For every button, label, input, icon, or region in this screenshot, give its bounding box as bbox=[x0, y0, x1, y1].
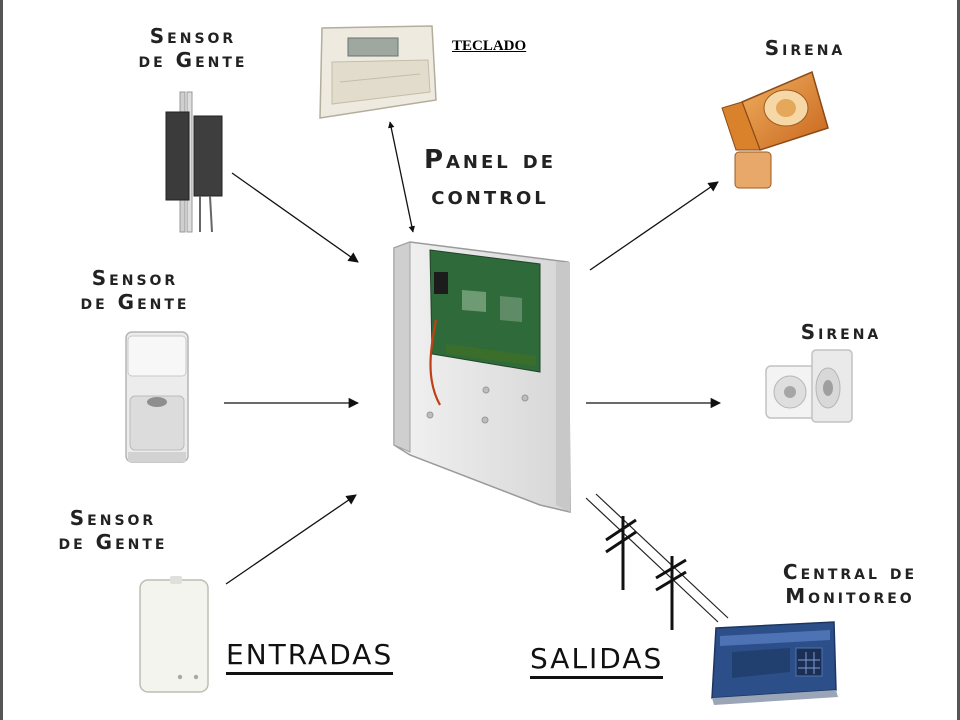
glass-break-sensor-icon bbox=[139, 576, 209, 693]
label-sensor-mid-line2: de Gente bbox=[80, 290, 190, 315]
label-panel-line1: Panel de bbox=[423, 145, 557, 175]
label-central: Central de Monitoreo bbox=[760, 560, 940, 609]
label-sensor-bottom-line1: Sensor bbox=[69, 506, 157, 530]
label-sirena-top: Sirena bbox=[740, 36, 870, 60]
keypad-icon bbox=[319, 25, 437, 119]
control-panel-icon bbox=[393, 241, 571, 513]
arrow-sensor-bottom-to-panel bbox=[225, 494, 357, 585]
label-teclado: TECLADO bbox=[452, 38, 527, 54]
pir-motion-sensor-icon bbox=[125, 331, 189, 463]
label-salidas: SALIDAS bbox=[530, 643, 664, 679]
arrow-sensor-top-to-panel bbox=[231, 172, 359, 263]
label-sirena-mid-text: Sirena bbox=[800, 320, 882, 344]
label-sensor-bottom-line2: de Gente bbox=[58, 530, 168, 555]
label-sensor-top-line1: Sensor bbox=[149, 24, 237, 48]
indoor-siren-icon bbox=[765, 349, 853, 423]
frame-left-border bbox=[0, 0, 3, 720]
arrow-keypad-panel bbox=[388, 121, 415, 233]
label-sirena-top-text: Sirena bbox=[764, 36, 846, 60]
label-sensor-top: Sensor de Gente bbox=[108, 24, 278, 73]
magnetic-contact-sensor-icon bbox=[165, 91, 223, 233]
label-sensor-mid-line1: Sensor bbox=[91, 266, 179, 290]
label-entradas: ENTRADAS bbox=[226, 639, 394, 675]
monitoring-console-icon bbox=[711, 621, 838, 705]
telephone-line-icon bbox=[585, 493, 729, 630]
label-sensor-mid: Sensor de Gente bbox=[50, 266, 220, 315]
label-sensor-bottom: Sensor de Gente bbox=[28, 506, 198, 555]
frame-right-border bbox=[957, 0, 960, 720]
label-panel: Panel de control bbox=[410, 142, 570, 215]
label-panel-line2: control bbox=[431, 181, 549, 212]
label-sirena-mid: Sirena bbox=[776, 320, 906, 344]
label-sensor-top-line2: de Gente bbox=[138, 48, 248, 73]
label-central-line1: Central de bbox=[782, 560, 918, 584]
arrow-panel-to-siren-top bbox=[589, 181, 719, 271]
horn-siren-icon bbox=[721, 70, 829, 189]
label-central-line2: Monitoreo bbox=[785, 584, 915, 609]
arrows bbox=[224, 121, 722, 585]
